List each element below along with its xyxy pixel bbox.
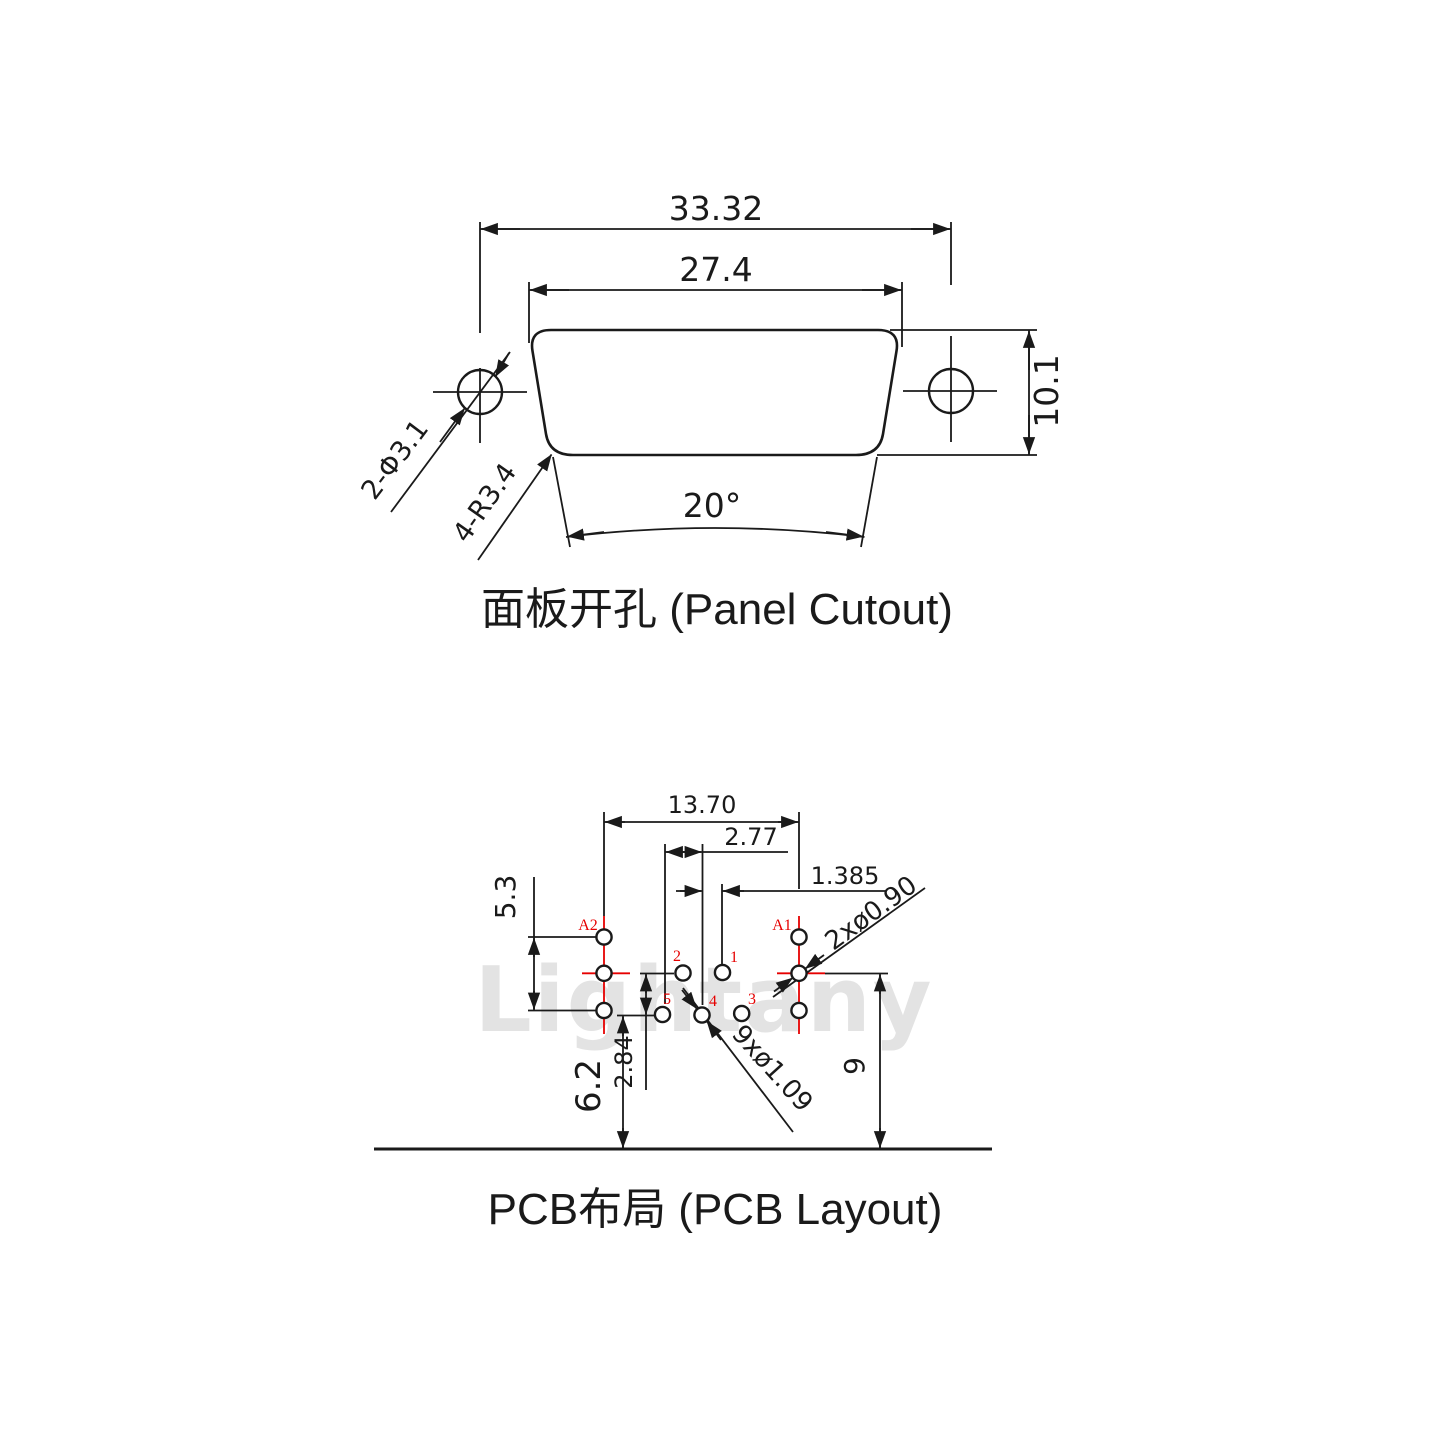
hole-diameter-leader-line [390, 351, 511, 513]
left-mounting-hole [390, 222, 527, 513]
mount-hole-diameter-label: 2-Φ3.1 [355, 414, 435, 505]
pad-a1-top [790, 928, 808, 946]
right-mounting-hole [903, 222, 997, 442]
dim-pitch-text: 2.77 [724, 823, 777, 851]
dim-height-left: 6.2 [569, 1015, 630, 1149]
dim-pitch: 2.77 [664, 823, 788, 1005]
pcb-pads [595, 928, 808, 1024]
dim-half-pitch-text: 1.385 [811, 862, 880, 890]
pad-pin4 [693, 1006, 711, 1024]
dim-span: 13.70 [603, 791, 800, 916]
dim-angle: 20° [552, 456, 878, 548]
pad-a1-center [790, 964, 808, 983]
dim-row-offset: 5.3 [489, 875, 596, 1012]
dim-height-right-text: 9 [838, 1057, 871, 1075]
dim-height-right: 9 [825, 972, 888, 1149]
pin-label-a2: A2 [578, 917, 598, 934]
pad-pin5 [653, 1005, 672, 1024]
pad-a2-center [595, 964, 613, 983]
dim-outer-width: 33.32 [480, 189, 951, 236]
pcb-layout-title: PCB布局 (PCB Layout) [488, 1185, 943, 1234]
dim-half-pitch: 1.385 [676, 862, 886, 964]
pin-label-4: 4 [709, 993, 717, 1010]
pin-label-a1: A1 [772, 917, 792, 934]
pad-a2-top [595, 928, 613, 946]
dim-angle-text: 20° [683, 486, 742, 525]
pin-labels: A2 A1 2 1 5 4 3 [578, 917, 792, 1010]
pcb-layout-drawing: 13.70 2.77 1.385 5.3 [374, 791, 992, 1234]
corner-radius-label: 4-R3.4 [447, 458, 523, 548]
panel-cutout-drawing: 33.32 27.4 10.1 20° [355, 189, 1066, 634]
dim-row-pitch: 2.84 [610, 972, 674, 1090]
pad-pin1 [713, 963, 732, 982]
dim-height: 10.1 [877, 329, 1066, 456]
dim-height-text: 10.1 [1027, 354, 1066, 427]
panel-cutout-title: 面板开孔 (Panel Cutout) [481, 585, 953, 634]
dim-inner-width: 27.4 [528, 250, 903, 347]
pin-label-5: 5 [663, 991, 671, 1008]
pin-label-3: 3 [748, 991, 756, 1008]
pad-pin2 [674, 964, 692, 982]
dim-span-text: 13.70 [668, 791, 737, 819]
pin-label-2: 2 [673, 948, 681, 965]
dim-outer-width-text: 33.32 [669, 189, 763, 228]
pad-pin3 [732, 1004, 751, 1023]
watermark-text: Lightany [474, 948, 933, 1053]
pad-a2-bottom [595, 1001, 613, 1020]
pin-label-1: 1 [730, 949, 738, 966]
corner-radius-leader: 4-R3.4 [447, 453, 553, 561]
dim-height-left-text: 6.2 [569, 1059, 609, 1113]
dsub-cutout-shape [530, 328, 899, 457]
dim-inner-width-text: 27.4 [679, 250, 752, 289]
dim-row-offset-text: 5.3 [489, 875, 522, 920]
dim-row-pitch-text: 2.84 [610, 1035, 638, 1088]
pad-a1-bottom [790, 1001, 808, 1020]
